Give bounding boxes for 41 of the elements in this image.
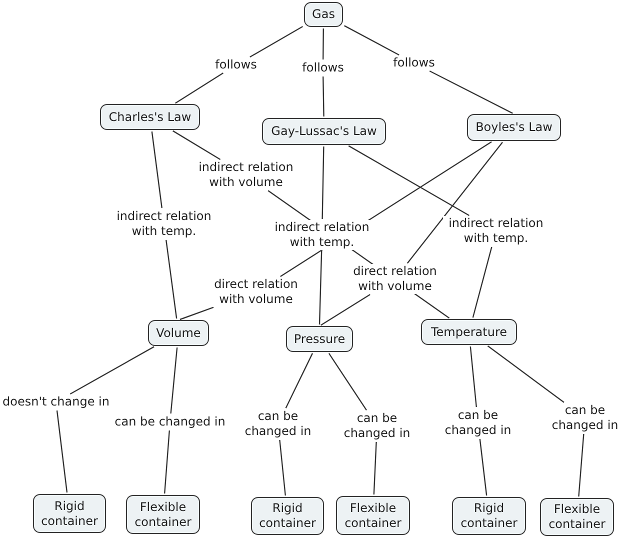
concept-node: [336, 496, 410, 535]
edge-label: can be changed in: [114, 414, 226, 430]
connector-line: [470, 346, 488, 496]
concept-node: [251, 497, 324, 535]
connector-line: [487, 345, 584, 498]
concept-node: [262, 118, 386, 145]
concept-text: Flexible container: [134, 500, 192, 530]
concept-node: [286, 326, 353, 352]
connector-line: [328, 352, 377, 496]
connector-line: [344, 25, 514, 114]
connector-line: [164, 346, 178, 494]
connector-line: [320, 142, 504, 326]
concept-text: Rigid container: [460, 501, 518, 531]
connector-line: [348, 145, 492, 318]
concept-text: Rigid container: [40, 498, 99, 528]
edge-label: doesn't change in: [2, 394, 110, 410]
concept-text: Charles's Law: [108, 110, 192, 124]
concept-text: Gas: [312, 7, 335, 22]
concept-node: [126, 495, 200, 534]
concept-node: [33, 494, 106, 533]
connector-line: [279, 352, 314, 496]
concept-text: Volume: [156, 326, 201, 340]
concept-node: [452, 497, 526, 535]
concept-text: Pressure: [294, 332, 346, 346]
concept-node: [540, 498, 614, 536]
concept-text: Flexible container: [548, 502, 606, 532]
connector-line: [151, 130, 178, 320]
connector-line: [56, 346, 155, 494]
concept-node: [467, 114, 561, 141]
concept-text: Rigid container: [258, 501, 317, 531]
connector-line: [322, 28, 324, 118]
concept-text: Flexible container: [344, 500, 402, 530]
concept-node: [304, 2, 343, 27]
concept-node: [100, 104, 200, 130]
concept-text: Temperature: [430, 324, 507, 340]
concept-text: Gay-Lussac's Law: [271, 124, 377, 139]
concept-node: [421, 319, 517, 345]
connector-line: [174, 26, 304, 104]
connector-line: [318, 146, 324, 326]
concept-node: [148, 320, 209, 346]
concept-text: Boyles's Law: [476, 120, 552, 135]
